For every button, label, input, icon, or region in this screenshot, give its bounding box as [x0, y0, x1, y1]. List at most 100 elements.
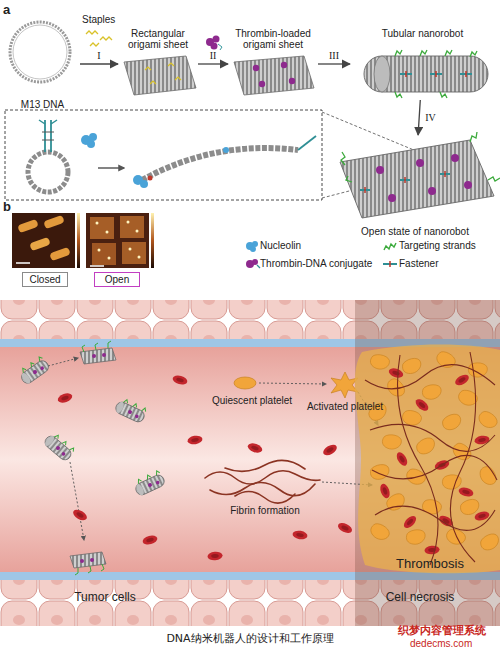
- afm-image-open: [136, 230, 139, 233]
- thrombin-loaded-sheet: [281, 62, 287, 68]
- afm-image-open: [96, 221, 141, 260]
- m13-dna-circle: [13, 25, 67, 79]
- origami-sheet: [145, 63, 181, 84]
- activated-platelet: [331, 372, 358, 398]
- legend-thrombin-icon: [246, 259, 260, 268]
- node-text: Closed: [29, 274, 60, 285]
- inset-arrow: [98, 168, 124, 169]
- red-blood-cells: [336, 521, 353, 535]
- tubular-nanorobot: [395, 92, 447, 98]
- thrombus: [453, 373, 470, 388]
- open-nanorobot-sheet: [365, 171, 445, 193]
- legend-text: Targeting strands: [399, 240, 476, 252]
- thrombus: [370, 424, 495, 451]
- legend-fastener-icon: [383, 261, 397, 267]
- origami-sheet: [124, 56, 196, 95]
- red-blood-cells: [142, 534, 159, 546]
- watermark: dedecms.com: [410, 638, 472, 650]
- red-blood-cells: [187, 435, 203, 446]
- afm-image-open: [90, 265, 104, 267]
- annotation: Quiescent platelet: [212, 395, 282, 407]
- origami-node: Thrombin-loaded origami sheet: [228, 28, 318, 100]
- thrombus: [402, 514, 419, 531]
- opened-aptamer-chain: [142, 148, 298, 180]
- afm-image-closed: [12, 213, 80, 268]
- aptamer-loop: [45, 120, 51, 152]
- thrombus: [355, 345, 500, 574]
- tubular-nanorobot: [395, 50, 477, 57]
- aptamer-loop: [39, 120, 57, 124]
- process-arrows: [259, 383, 326, 384]
- opened-aptamer-chain: [133, 136, 316, 188]
- annotation: Activated platelet: [305, 401, 385, 413]
- process-arrow: [318, 63, 350, 64]
- thrombin-loaded-sheet: [289, 78, 295, 84]
- legend-thrombin-icon: [252, 259, 258, 265]
- thrombus: [477, 464, 499, 488]
- afm-image-closed: [12, 213, 75, 268]
- afm-image-open: [151, 213, 154, 268]
- thrombin-molecule: [213, 36, 220, 43]
- legend-nucleolin-icon: [246, 241, 258, 252]
- step-number: III: [329, 50, 339, 61]
- annotation: Thrombosis: [370, 556, 490, 571]
- red-blood-cells: [207, 551, 223, 561]
- tubular-nanorobot: [364, 50, 488, 98]
- afm-image-open: [92, 243, 116, 265]
- vessel-wall: [0, 339, 500, 580]
- opened-aptamer-chain: [148, 176, 153, 181]
- thrombus: [375, 506, 495, 530]
- afm-image-open: [129, 248, 132, 251]
- annotation: Staples: [82, 14, 115, 26]
- thrombus: [365, 352, 497, 565]
- afm-image-open: [96, 222, 99, 225]
- nanorobots: [114, 397, 148, 424]
- node-text: Tubular nanorobot: [382, 28, 463, 39]
- nanorobots: [17, 341, 166, 575]
- staple-strands: [90, 43, 99, 46]
- necrosis-shade: [355, 300, 500, 626]
- staple-strands: [100, 37, 112, 40]
- thrombus: [476, 409, 500, 432]
- staple-strands: [86, 31, 112, 46]
- nucleolin-molecule: [87, 140, 95, 148]
- afm-image-open: [138, 256, 141, 259]
- aptamer-loop: [42, 132, 54, 140]
- thrombus: [395, 450, 410, 467]
- thrombus: [398, 355, 439, 565]
- tubular-nanorobot: [406, 71, 466, 77]
- process-arrow: [198, 63, 228, 64]
- inset-box: [5, 110, 322, 200]
- red-blood-cells: [292, 530, 308, 541]
- thrombus: [468, 363, 487, 377]
- red-blood-cells: [71, 508, 88, 523]
- node-text: Open: [105, 274, 129, 285]
- afm-image-open: [90, 217, 114, 239]
- thrombus: [442, 474, 462, 490]
- figure-caption: DNA纳米机器人的设计和工作原理: [100, 632, 400, 645]
- opened-aptamer-chain: [298, 136, 316, 150]
- tumor-cell-layer: [0, 300, 500, 626]
- thrombus: [421, 498, 442, 515]
- thrombus: [478, 531, 500, 553]
- thrombin-molecule: [211, 43, 218, 50]
- nanorobot-node: Open state of nanorobot: [335, 135, 495, 237]
- open-nanorobot-sheet: [340, 140, 494, 218]
- afm-image-closed: [16, 262, 30, 264]
- afm-image-closed: [77, 213, 80, 268]
- origami-node: Rectangular origami sheet: [118, 28, 198, 100]
- m13-dna-circle: [10, 22, 70, 82]
- legend-targeting-icon: [384, 243, 396, 250]
- afm-image-open: [120, 216, 144, 238]
- node-text: Open state of nanorobot: [361, 226, 469, 237]
- nanorobots: [70, 552, 106, 575]
- thrombus: [369, 463, 391, 482]
- step-number: II: [210, 50, 217, 61]
- activated-platelet: [331, 372, 358, 398]
- step-number: I: [97, 50, 100, 61]
- thrombus: [355, 345, 500, 574]
- plasmid-node: M13 DNA: [5, 18, 80, 110]
- thrombus: [372, 455, 497, 480]
